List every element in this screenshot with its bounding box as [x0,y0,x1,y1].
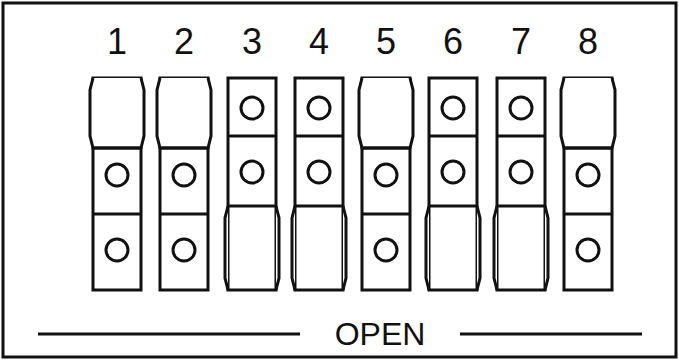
switch-number: 4 [309,24,329,60]
switch-number: 5 [376,24,396,60]
switch-number: 6 [443,24,463,60]
switch-number: 8 [578,24,598,60]
switch-slider [225,78,279,290]
switch-slider [426,78,480,290]
switch-slider [494,78,548,290]
switch-number: 2 [174,24,194,60]
switch-slider [359,78,413,290]
switch-slider [90,78,144,290]
switch-number: 1 [107,24,127,60]
switch-slider [292,78,346,290]
switch-number: 3 [242,24,262,60]
switch-number: 7 [511,24,531,60]
open-label: OPEN [329,318,432,350]
switch-slider [157,78,211,290]
switch-slider [561,78,615,290]
